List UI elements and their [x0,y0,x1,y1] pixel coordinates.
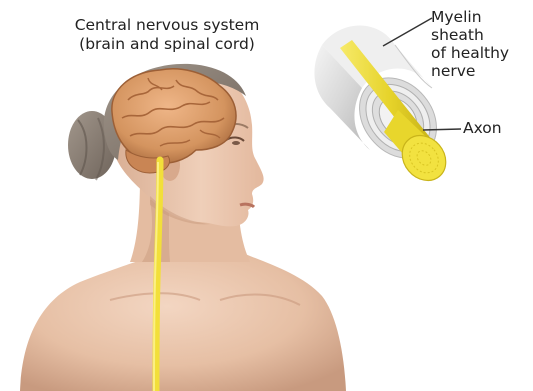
myelin-label-line3: of healthy [431,44,509,62]
axon-leader-line [423,129,461,130]
cns-label-line2: (brain and spinal cord) [52,35,282,54]
myelin-label-line4: nerve [431,62,509,80]
myelin-label-line2: sheath [431,26,509,44]
axon-label: Axon [463,119,502,137]
human-figure [20,64,346,391]
cns-label-line1: Central nervous system [52,16,282,35]
torso [20,250,346,391]
myelin-label: Myelin sheath of healthy nerve [431,8,509,80]
myelin-leader-line [383,18,432,46]
cns-label: Central nervous system (brain and spinal… [52,16,282,54]
myelin-label-line1: Myelin [431,8,509,26]
